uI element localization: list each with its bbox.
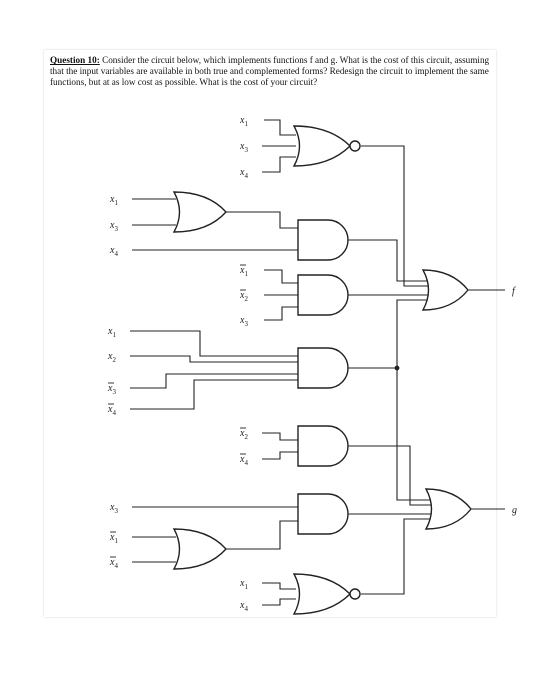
- question-paper: [44, 50, 496, 617]
- or-gate-output-f: [421, 269, 469, 311]
- circuit-wires: [130, 119, 505, 606]
- question-text: Question 10: Consider the circuit below,…: [50, 55, 490, 89]
- input-label-and-big-4: x4: [107, 404, 116, 417]
- output-label-g: g: [512, 505, 517, 516]
- input-label-and-mid-2: x2: [239, 290, 248, 303]
- and-gate-low: [297, 425, 349, 467]
- input-label-or-top-3: x4: [109, 245, 118, 258]
- input-label-or-top-1: x1: [109, 194, 118, 207]
- and-gate-bottom: [297, 493, 349, 535]
- input-label-and-big-3: x3: [107, 383, 116, 396]
- input-label-or-bottom-1: x3: [109, 502, 118, 515]
- input-label-or-bottom-2: x1: [109, 532, 118, 545]
- logic-gates: [172, 125, 472, 615]
- and-gate-4-input: [297, 347, 349, 389]
- nor-gate-bottom: [292, 573, 361, 615]
- input-label-or-top-2: x3: [109, 220, 118, 233]
- input-label-and-mid-1: x1: [239, 265, 248, 278]
- question-body: Consider the circuit below, which implem…: [50, 55, 490, 88]
- and-gate-3: [297, 274, 349, 316]
- input-labels: x1 x3 x4 x1 x3 x4 x1 x2 x3 x1 x2 x3 x4 x2 x4 x3 x1 x4 x1 x4: [107, 115, 248, 613]
- input-label-nor-bottom-2: x4: [239, 600, 248, 613]
- input-label-and-mid-3: x3: [239, 315, 248, 328]
- input-label-nor-top-3: x4: [239, 167, 248, 180]
- nor-gate-top: [292, 125, 361, 167]
- wire-junction-dot: [394, 365, 400, 371]
- or-gate-left-bottom: [172, 528, 227, 570]
- question-label: Question 10:: [50, 55, 100, 65]
- output-label-f: f: [512, 286, 516, 297]
- input-label-nor-bottom-1: x1: [239, 578, 248, 591]
- input-label-nor-top-2: x3: [239, 141, 248, 154]
- input-label-and-big-1: x1: [107, 326, 116, 339]
- input-label-and-low-2: x4: [239, 454, 248, 467]
- input-label-and-big-2: x2: [107, 351, 116, 364]
- input-label-or-bottom-3: x4: [109, 557, 118, 570]
- or-gate-output-g: [424, 488, 472, 530]
- and-gate-2: [297, 219, 349, 261]
- input-label-nor-top-1: x1: [239, 115, 248, 128]
- input-label-and-low-1: x2: [239, 428, 248, 441]
- or-gate-left-top: [172, 191, 227, 233]
